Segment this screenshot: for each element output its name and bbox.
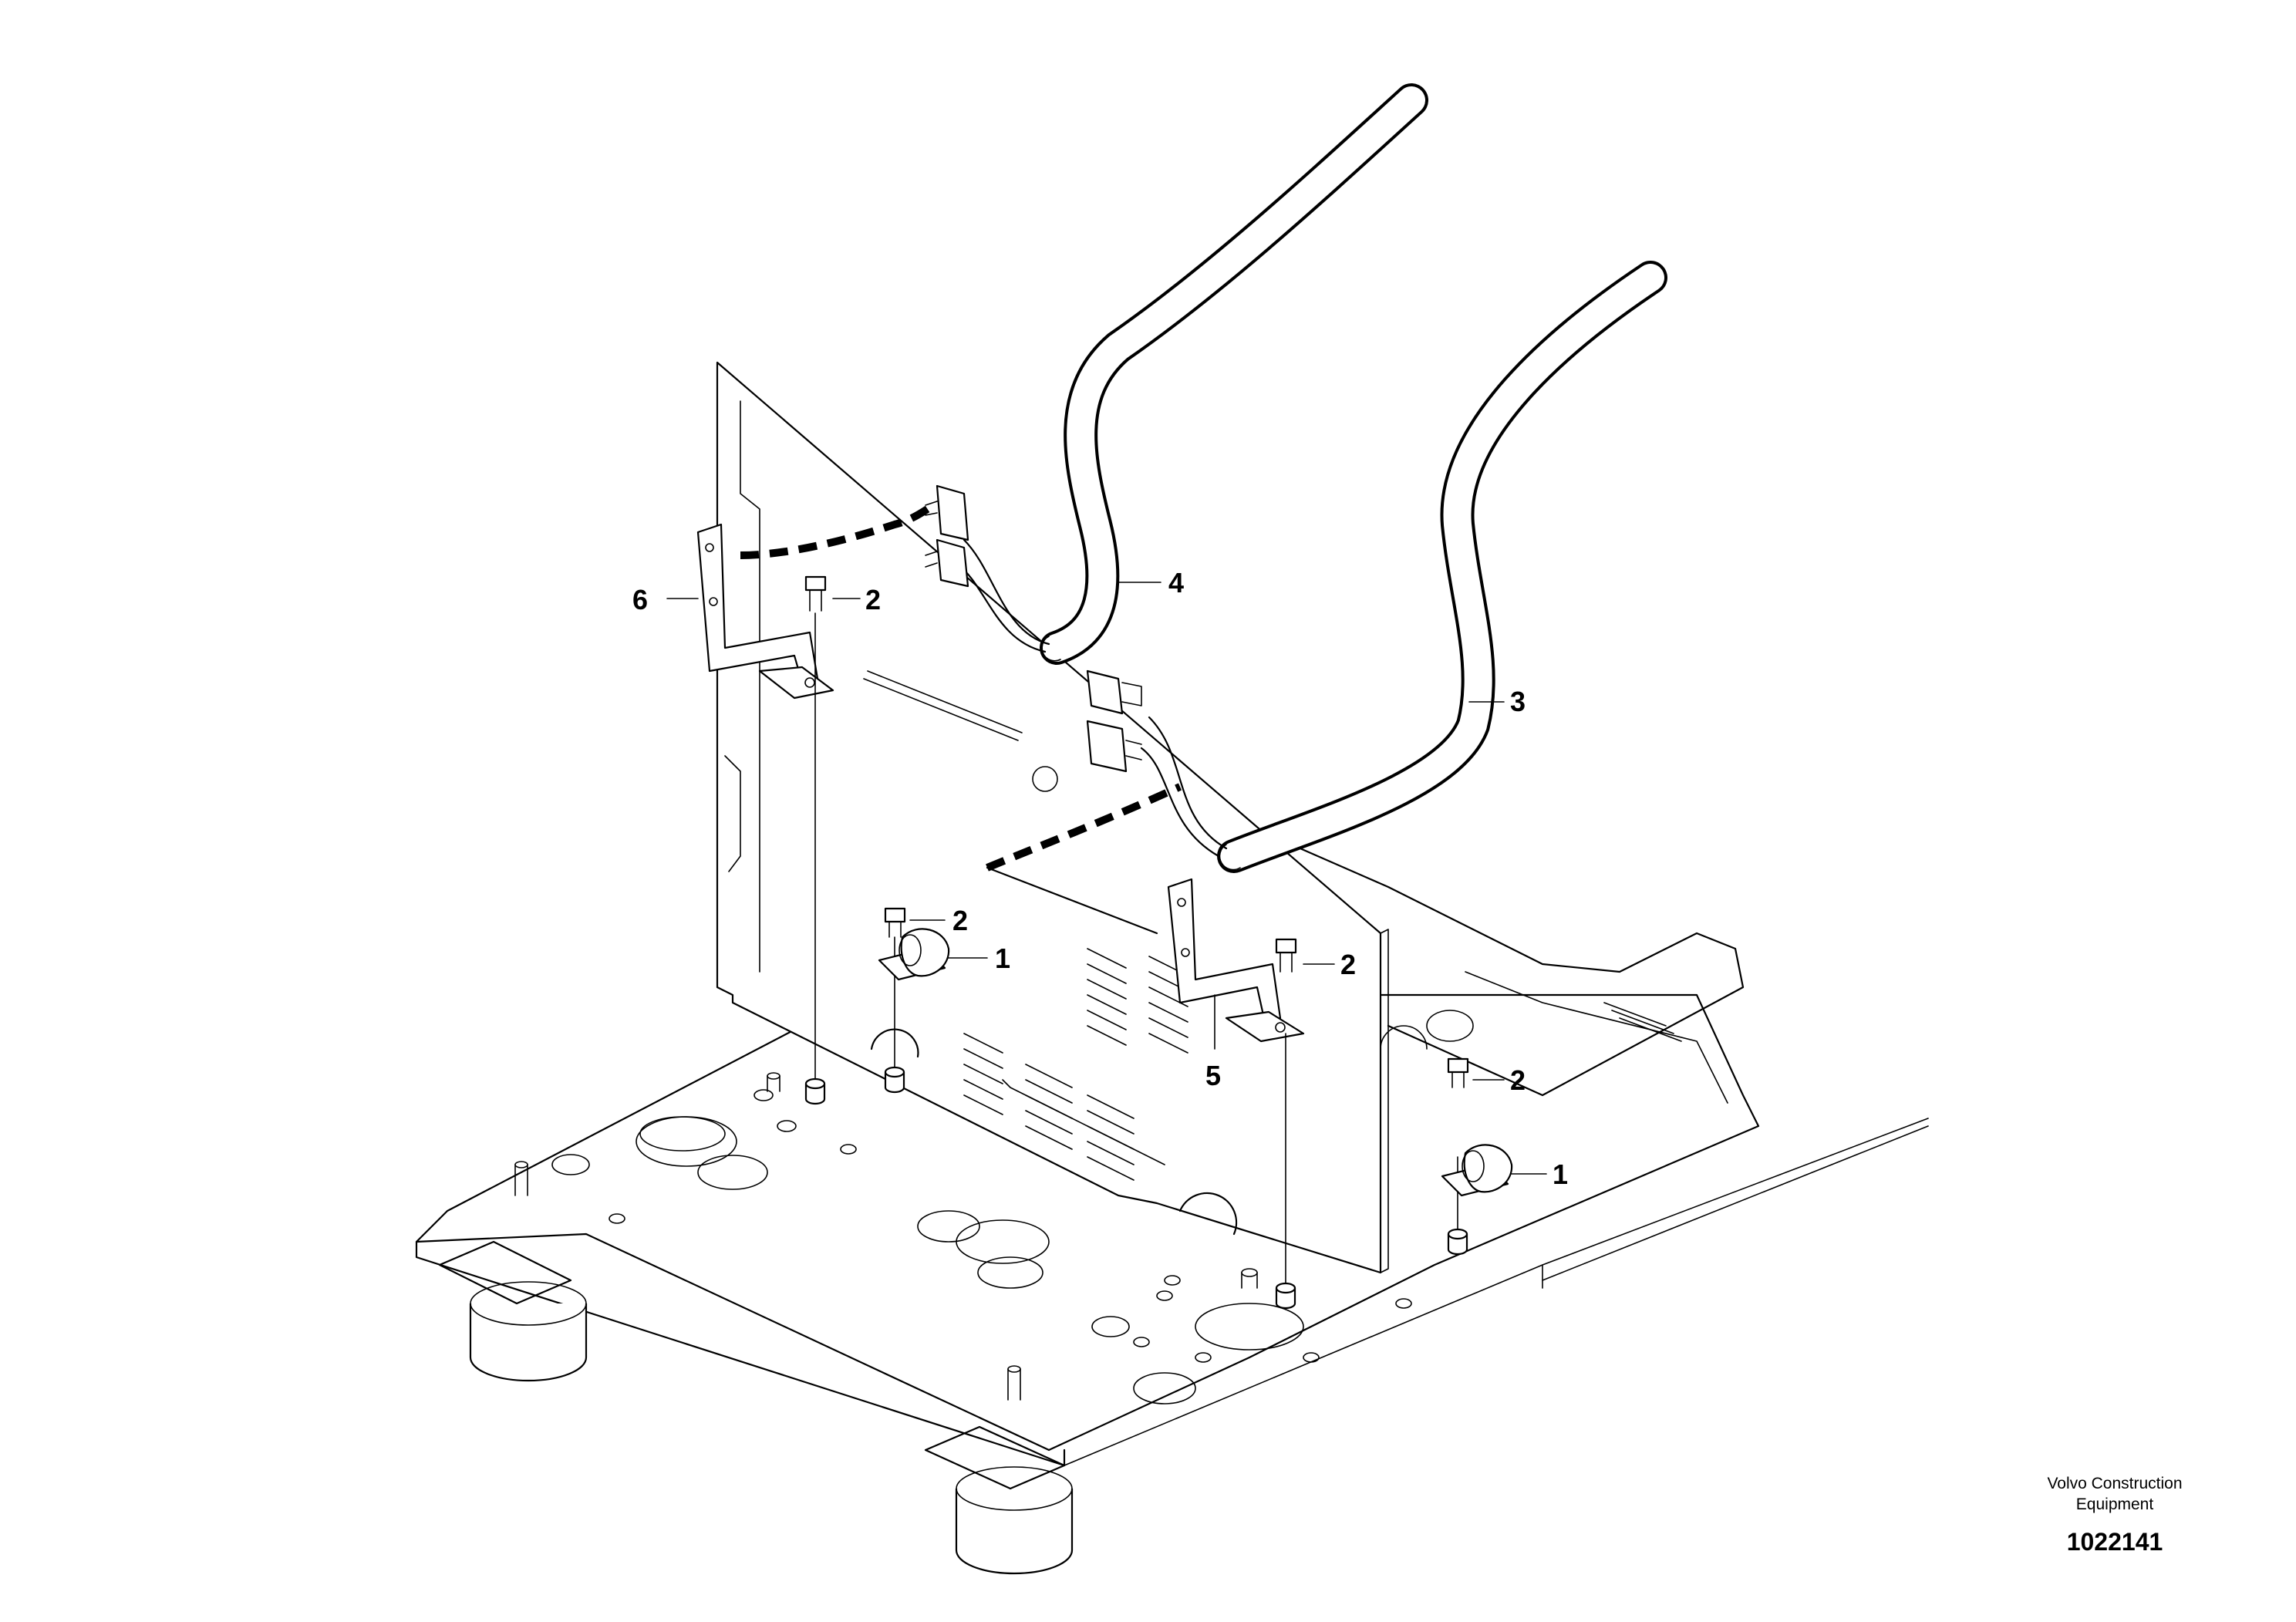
leader-lines [666, 582, 1547, 1175]
callout-2-center: 2 [1340, 949, 1356, 980]
connector-icon [1086, 720, 1142, 773]
harness-3 [1140, 261, 1667, 873]
brand-line-1: Volvo Construction [2047, 1475, 2182, 1492]
plate-studs [514, 1072, 1258, 1401]
footer: Volvo Construction Equipment 1022141 [2047, 1475, 2182, 1556]
document-number: 1022141 [2067, 1528, 2163, 1556]
right-structure [1263, 831, 1745, 1104]
callout-2-right: 2 [1510, 1064, 1526, 1096]
bolt-icon [1447, 1057, 1469, 1235]
connector-icon [1086, 669, 1142, 715]
callout-1-right: 1 [1553, 1158, 1568, 1190]
dashed-cables [740, 501, 1182, 935]
mount-left [438, 1240, 588, 1382]
callout-2-top: 2 [865, 584, 881, 615]
connector-icon [925, 484, 969, 541]
vertical-panel [716, 361, 1389, 1274]
plate-holes [551, 1089, 1412, 1404]
callout-2-mid: 2 [952, 905, 968, 936]
mount-bottom [924, 1425, 1074, 1575]
callout-5: 5 [1205, 1060, 1221, 1091]
harness-4 [955, 83, 1428, 665]
callout-3: 3 [1510, 686, 1526, 717]
clip-icon [1441, 1144, 1513, 1197]
bolt-icon [1275, 938, 1297, 1289]
bolt-icon [804, 575, 827, 1081]
connectors-lower [1086, 669, 1142, 773]
brand-line-2: Equipment [2076, 1496, 2154, 1513]
panel-vents [963, 948, 1188, 1181]
connectors-upper [925, 484, 969, 588]
spacers [804, 1066, 1468, 1310]
clip-icon [878, 928, 950, 981]
bracket-5 [1167, 878, 1305, 1043]
callout-6: 6 [632, 584, 648, 615]
callout-1-left: 1 [995, 943, 1010, 974]
base-plate [415, 993, 1929, 1575]
callout-labels: 6 2 4 3 2 1 2 5 2 1 [632, 567, 1568, 1190]
callout-4: 4 [1168, 567, 1184, 599]
connector-icon [925, 538, 969, 588]
